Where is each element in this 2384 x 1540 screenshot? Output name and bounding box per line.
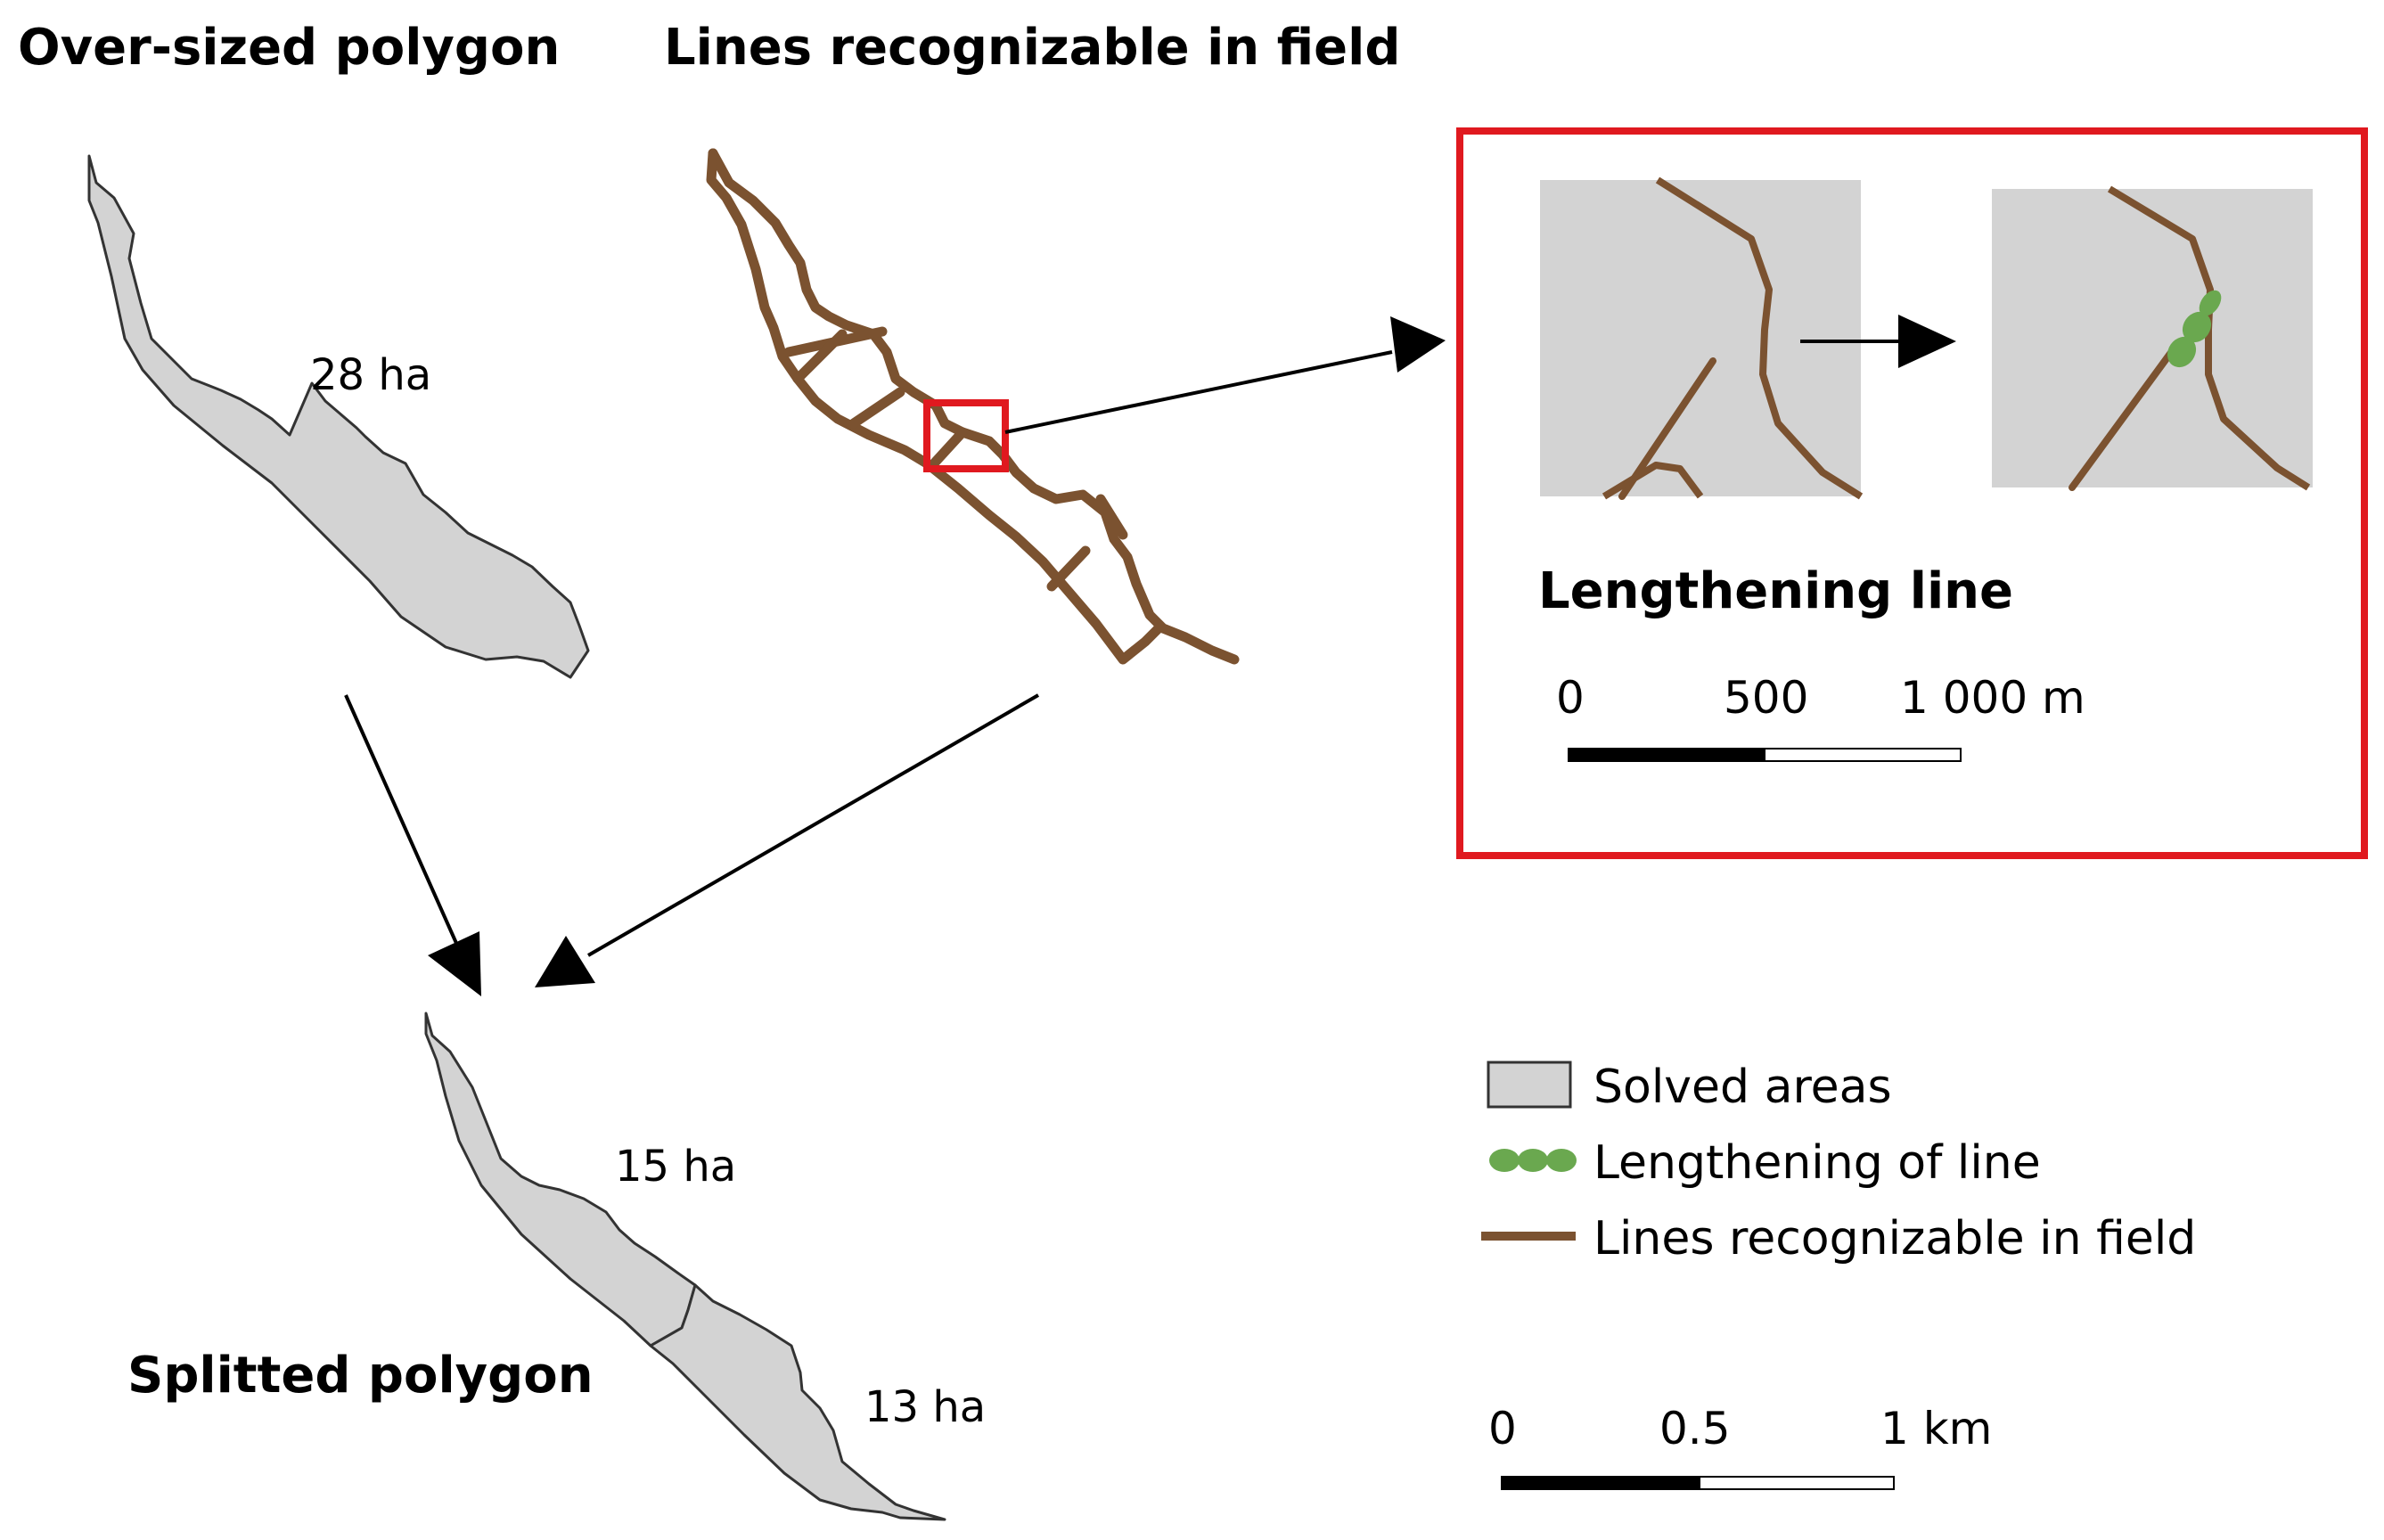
main-scale-segment-light xyxy=(1699,1476,1895,1490)
inset-scale-segment-light xyxy=(1764,748,1962,762)
arrow-to-inset xyxy=(1004,350,1393,434)
oversized-polygon xyxy=(87,154,590,679)
split-polygon-upper xyxy=(424,1012,697,1348)
field-line-outer-ne xyxy=(708,148,1240,665)
lengthening-dot-2 xyxy=(2182,311,2212,343)
title-oversized: Over-sized polygon xyxy=(18,19,560,77)
main-scale-tick-half: 0.5 xyxy=(1659,1403,1731,1454)
inset-before-lower-line xyxy=(1602,462,1704,500)
legend-label-solved-areas: Solved areas xyxy=(1593,1061,1892,1114)
split-polygon-lower xyxy=(649,1283,946,1521)
inset-after-map xyxy=(1992,185,2313,491)
inset-before-map xyxy=(1540,176,1864,500)
arrow-lines-to-split-head xyxy=(535,936,595,987)
legend: Solved areas Lengthening of line Lines r… xyxy=(1481,1061,2196,1266)
field-line-cross-5 xyxy=(1046,545,1091,592)
inset-scale-tick-500: 500 xyxy=(1724,672,1808,724)
field-line-cross-3 xyxy=(848,387,905,429)
area-label-oversized: 28 ha xyxy=(310,350,431,400)
title-lines: Lines recognizable in field xyxy=(664,19,1400,77)
inset-title: Lengthening line xyxy=(1538,562,2013,620)
inset-arrow-head xyxy=(1898,315,1956,368)
field-line-cross-6 xyxy=(1095,494,1128,540)
inset-scale-bar: 0 500 1 000 m xyxy=(1556,672,2085,762)
inset-before-boundary-line xyxy=(1655,176,1864,500)
inset-after-boundary-line xyxy=(2107,185,2311,491)
inset-after-area xyxy=(1992,189,2313,487)
field-line-cross-4 xyxy=(929,427,968,469)
field-lines-map xyxy=(706,148,1240,665)
title-splitted: Splitted polygon xyxy=(127,1347,594,1405)
arrow-to-inset-head xyxy=(1390,316,1446,373)
field-line-cross-2 xyxy=(792,329,848,384)
gray-box-icon xyxy=(1487,1061,1572,1109)
highlight-box xyxy=(923,399,1009,472)
inset-frame xyxy=(1456,127,2368,859)
legend-label-lengthening: Lengthening of line xyxy=(1593,1136,2041,1190)
area-label-split-lower: 13 ha xyxy=(864,1382,986,1432)
arrow-lines-to-split xyxy=(586,693,1040,957)
area-label-split-upper: 15 ha xyxy=(615,1142,736,1192)
inset-after-cross-line xyxy=(2069,344,2178,491)
green-dots-icon xyxy=(1489,1149,1577,1172)
main-scale-segment-dark xyxy=(1501,1476,1700,1490)
inset-scale-tick-1000: 1 000 m xyxy=(1900,672,2085,724)
inset-scale-tick-0: 0 xyxy=(1556,672,1585,724)
field-line-outer-sw xyxy=(706,148,1164,665)
main-scale-tick-1: 1 km xyxy=(1880,1403,1992,1454)
main-scale-tick-0: 0 xyxy=(1488,1403,1517,1454)
arrow-oversized-to-split xyxy=(344,694,461,950)
lengthening-dot-3 xyxy=(2199,290,2222,316)
main-scale-bar: 0 0.5 1 km xyxy=(1488,1403,1992,1490)
legend-label-field-lines: Lines recognizable in field xyxy=(1593,1212,2196,1266)
inset-scale-segment-dark xyxy=(1568,748,1765,762)
lengthening-dot-1 xyxy=(2167,336,2197,368)
arrow-oversized-to-split-head xyxy=(428,931,481,996)
inset-before-area xyxy=(1540,180,1861,496)
